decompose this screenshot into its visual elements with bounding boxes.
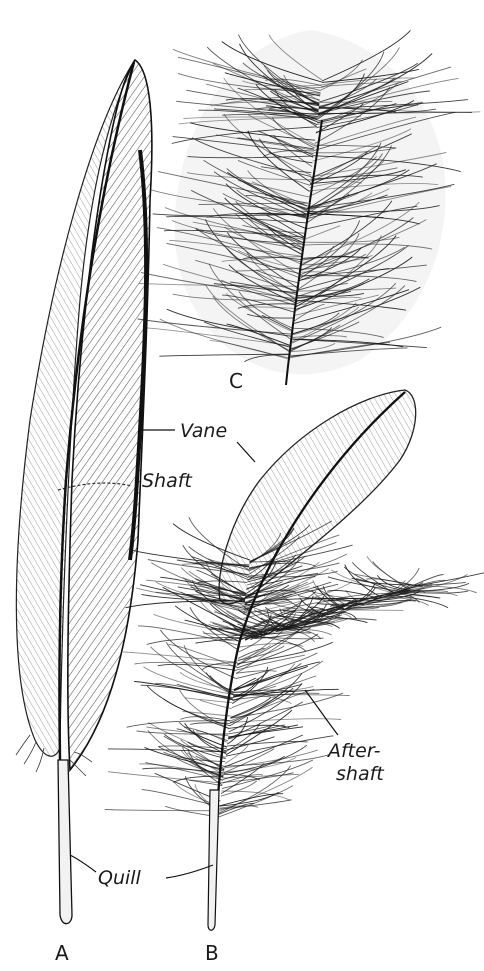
- letter-b: B: [205, 941, 219, 965]
- barb-stroke: [221, 781, 257, 796]
- barb-stroke: [236, 671, 276, 673]
- barb-stroke: [224, 757, 296, 772]
- vane-leader-b: [237, 442, 255, 462]
- letter-c: C: [229, 369, 243, 393]
- barb-stroke: [148, 730, 223, 777]
- quill-leader-a: [70, 855, 96, 872]
- quill-leader-b: [166, 865, 213, 878]
- feather-c: [138, 30, 481, 385]
- letter-a: A: [55, 941, 69, 965]
- shaft-label: Shaft: [142, 470, 193, 492]
- barb-stroke: [166, 642, 233, 692]
- barb-stroke: [343, 610, 403, 611]
- vane-label: Vane: [180, 420, 227, 442]
- barb-stroke: [105, 810, 219, 811]
- feather-b-quill: [208, 790, 219, 930]
- aftershaft-label-line2: shaft: [336, 763, 385, 785]
- aftershaft-label-line1: After-: [326, 740, 381, 762]
- quill-label: Quill: [98, 867, 142, 889]
- feather-a-quill: [58, 760, 72, 924]
- barb-stroke: [177, 684, 233, 699]
- feather-a: [16, 60, 152, 924]
- feather-b-vane: [219, 390, 416, 604]
- barb-stroke: [184, 645, 233, 694]
